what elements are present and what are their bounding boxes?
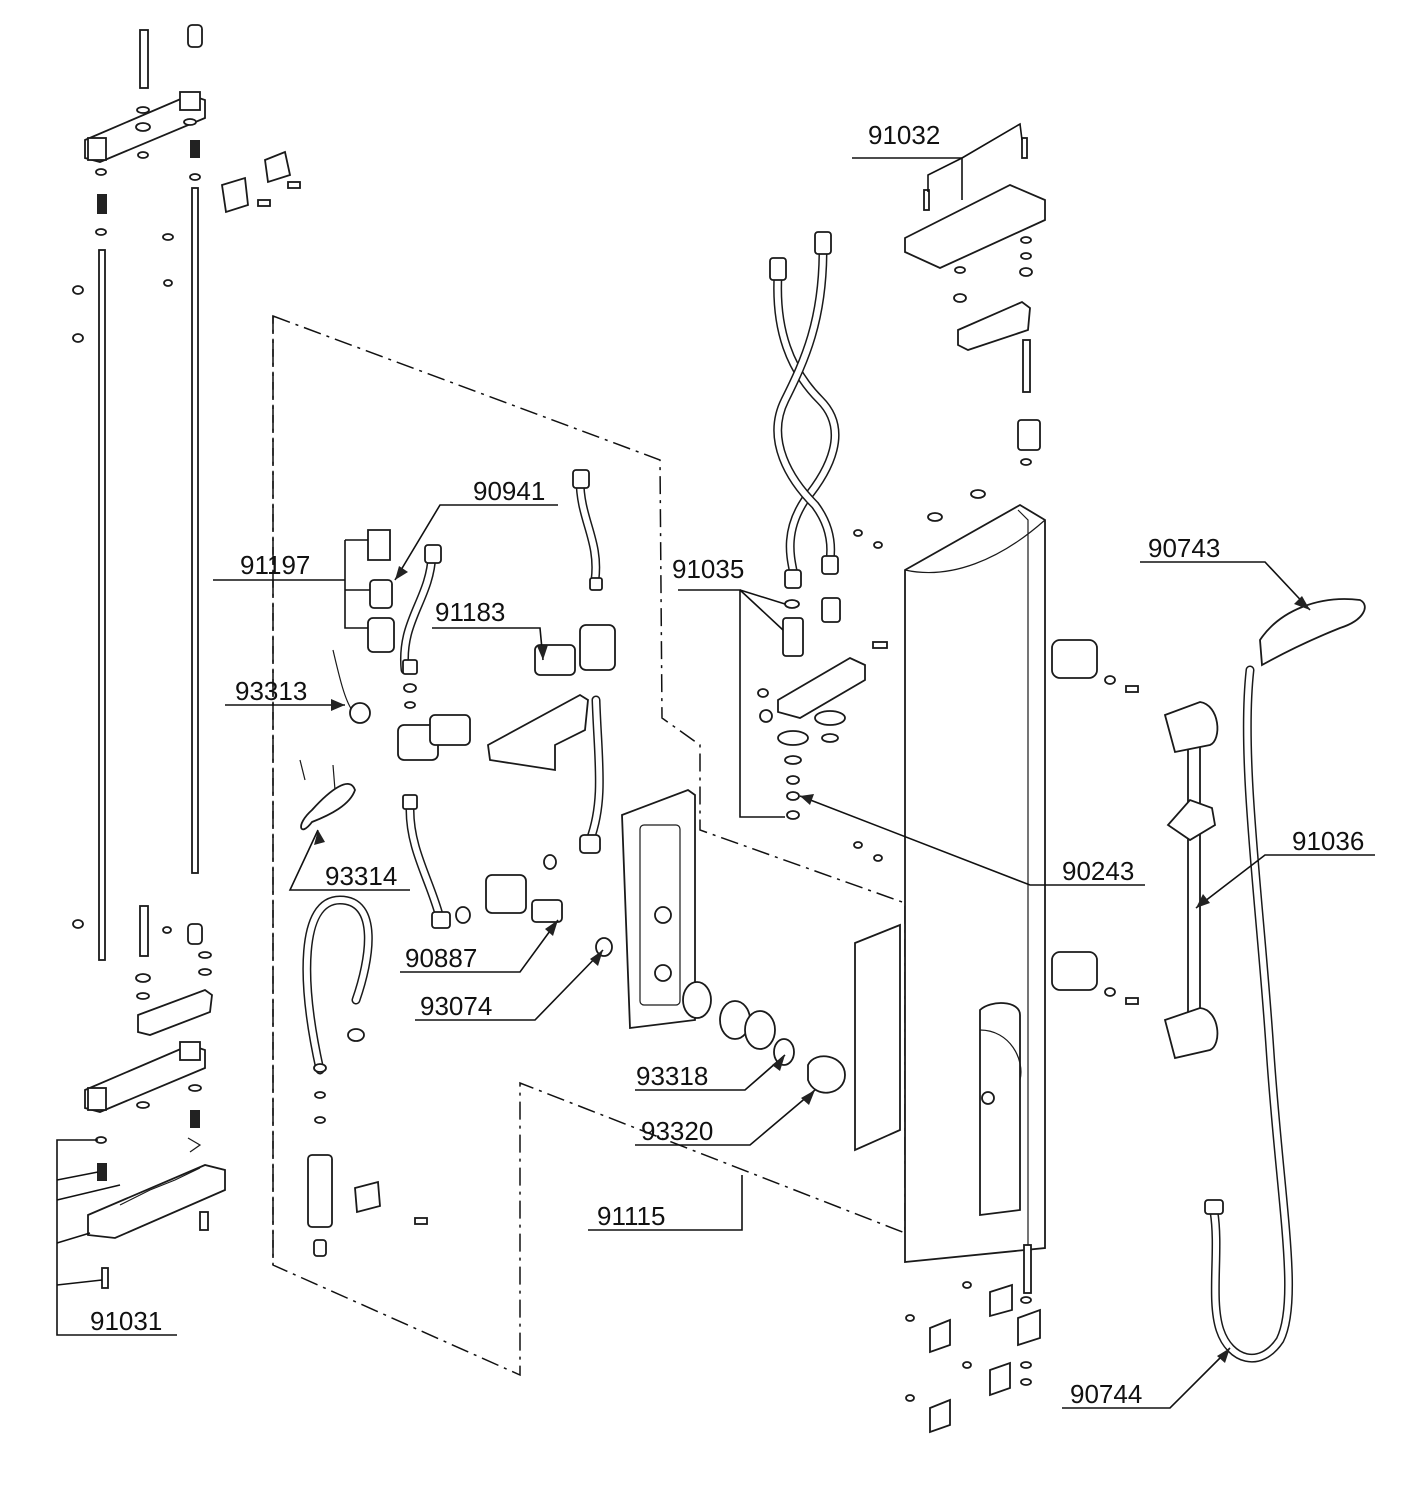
slide-bar-assembly <box>1163 598 1366 1363</box>
label-93074: 93074 <box>420 991 492 1021</box>
label-93313: 93313 <box>235 676 307 706</box>
central-valve-assembly <box>299 469 616 1257</box>
label-93318: 93318 <box>636 1061 708 1091</box>
label-90744: 90744 <box>1070 1379 1142 1409</box>
label-93320: 93320 <box>641 1116 713 1146</box>
label-91183: 91183 <box>435 597 505 627</box>
part-labels: 91032 90941 91197 91035 91183 90743 9331… <box>90 120 1364 1409</box>
label-90743: 90743 <box>1148 533 1220 563</box>
assembly-outline <box>272 314 906 1377</box>
shower-column <box>853 137 1139 1434</box>
label-90887: 90887 <box>405 943 477 973</box>
label-93314: 93314 <box>325 861 397 891</box>
label-91115: 91115 <box>597 1201 665 1231</box>
left-rail-assembly <box>72 24 301 1289</box>
mounting-plate-assembly <box>621 788 901 1152</box>
label-91032: 91032 <box>868 120 940 150</box>
label-91031: 91031 <box>90 1306 162 1336</box>
label-91197: 91197 <box>240 550 310 580</box>
label-90243: 90243 <box>1062 856 1134 886</box>
label-90941: 90941 <box>473 476 545 506</box>
leader-arrowheads <box>314 566 1310 1363</box>
leader-lines <box>56 122 1375 1409</box>
label-91036: 91036 <box>1292 826 1364 856</box>
label-91035: 91035 <box>672 554 744 584</box>
upper-hoses <box>757 231 888 820</box>
